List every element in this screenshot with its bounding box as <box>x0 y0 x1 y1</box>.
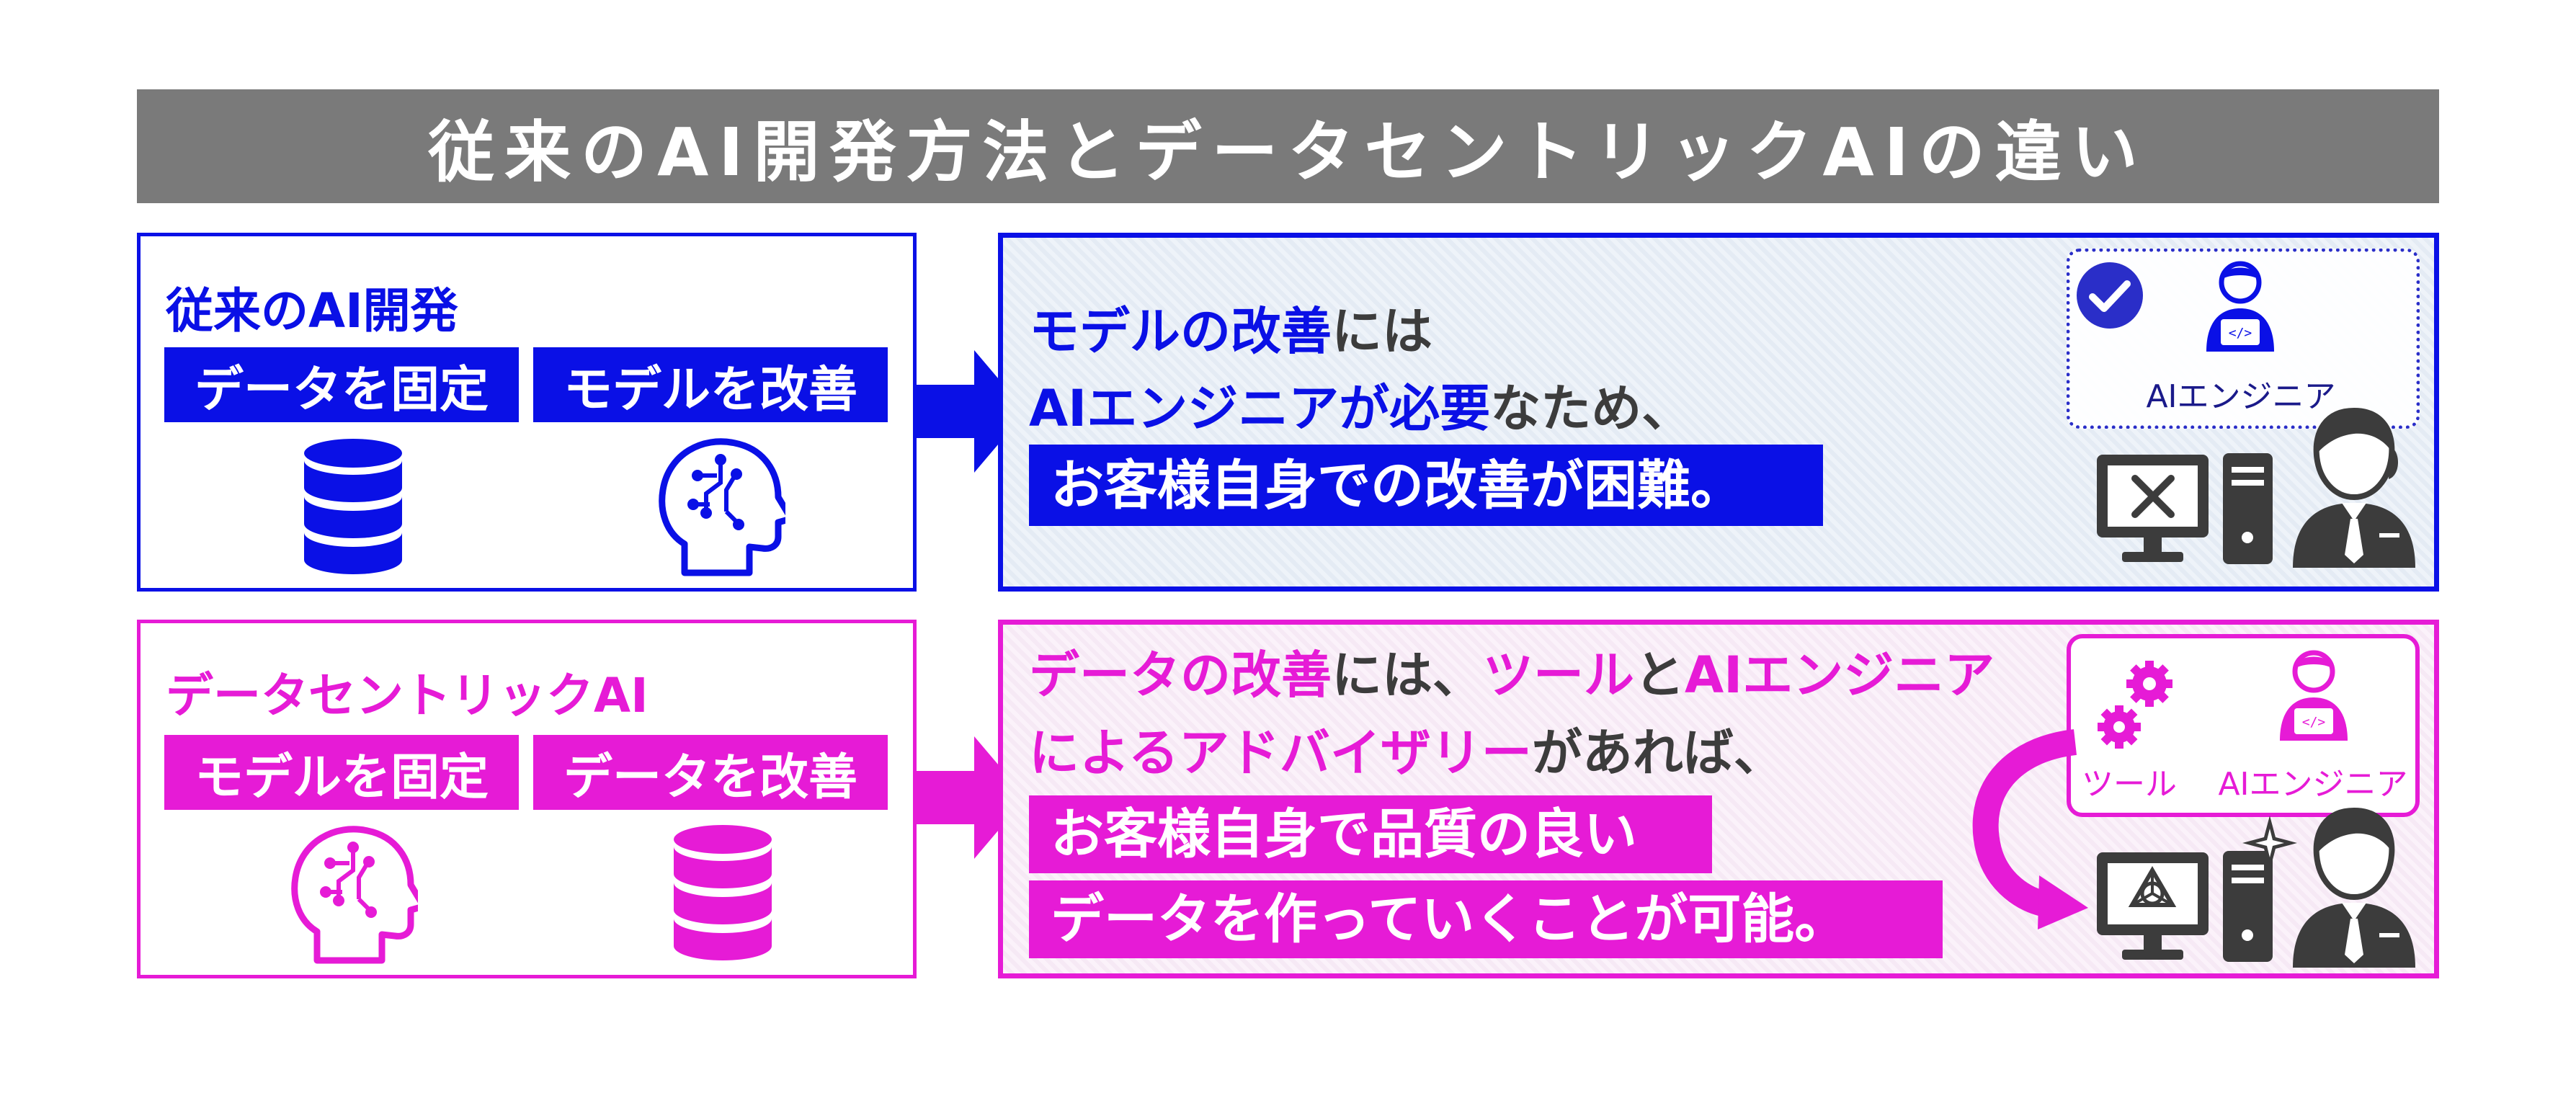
plain-text: には、 <box>1332 646 1483 705</box>
accent-text: データの改善 <box>1029 646 1332 705</box>
pc-tower-icon <box>2221 849 2275 964</box>
traditional-panel-highlight: お客様自身での改善が困難。 <box>1029 445 1823 526</box>
datacentric-panel-line1: データの改善には、ツールとAIエンジニア <box>1029 650 1995 700</box>
traditional-tag-fixed-data: データを固定 <box>164 347 519 422</box>
plain-text: なため、 <box>1490 379 1693 438</box>
tool-label: ツール <box>2082 766 2177 803</box>
traditional-tag-improve-model: モデルを改善 <box>533 347 888 422</box>
accent-text: ツール <box>1483 646 1634 705</box>
plain-text: には <box>1332 302 1432 361</box>
datacentric-tag-fixed-model: モデルを固定 <box>164 735 519 810</box>
engineer-icon: </> <box>2201 258 2280 355</box>
accent-text: AIエンジニアが必要 <box>1029 379 1491 438</box>
svg-text:</>: </> <box>2229 326 2252 341</box>
plain-text: があれば、 <box>1531 723 1784 782</box>
datacentric-tag-improve-data: データを改善 <box>533 735 888 810</box>
datacentric-heading: データセントリックAI <box>166 668 649 723</box>
datacentric-panel-highlight1: お客様自身で品質の良い <box>1029 795 1712 873</box>
datacentric-panel-line2: によるアドバイザリーがあれば、 <box>1029 728 1784 778</box>
sparkle-icon <box>2241 814 2299 872</box>
traditional-heading: 従来のAI開発 <box>166 283 458 339</box>
datacentric-panel-highlight2: データを作っていくことが可能。 <box>1029 880 1943 958</box>
svg-text:</>: </> <box>2302 715 2326 730</box>
monitor-x-icon <box>2093 451 2212 566</box>
traditional-panel-line2: AIエンジニアが必要なため、 <box>1029 383 1692 434</box>
accent-text: によるアドバイザリー <box>1029 723 1532 782</box>
database-icon <box>303 437 404 574</box>
traditional-panel-line1: モデルの改善には <box>1029 306 1432 357</box>
businessman-icon <box>2286 803 2423 968</box>
engineer-label: AIエンジニア <box>2218 766 2408 803</box>
monitor-ai-icon <box>2093 849 2212 964</box>
accent-text: モデルの改善 <box>1029 302 1332 361</box>
engineer-icon: </> <box>2274 647 2353 744</box>
page-title: 従来のAI開発方法とデータセントリックAIの違い <box>137 89 2439 203</box>
ai-head-icon <box>288 820 418 964</box>
check-icon <box>2075 261 2144 330</box>
database-icon <box>672 824 773 960</box>
businessman-icon <box>2286 403 2423 568</box>
accent-text: AIエンジニア <box>1685 646 1995 705</box>
engineer-label: AIエンジニア <box>2146 378 2336 415</box>
ai-head-icon <box>656 432 785 576</box>
curved-arrow-icon <box>1946 728 2090 929</box>
gears-icon <box>2093 659 2180 753</box>
pc-tower-icon <box>2221 451 2275 566</box>
plain-text: と <box>1634 646 1685 705</box>
